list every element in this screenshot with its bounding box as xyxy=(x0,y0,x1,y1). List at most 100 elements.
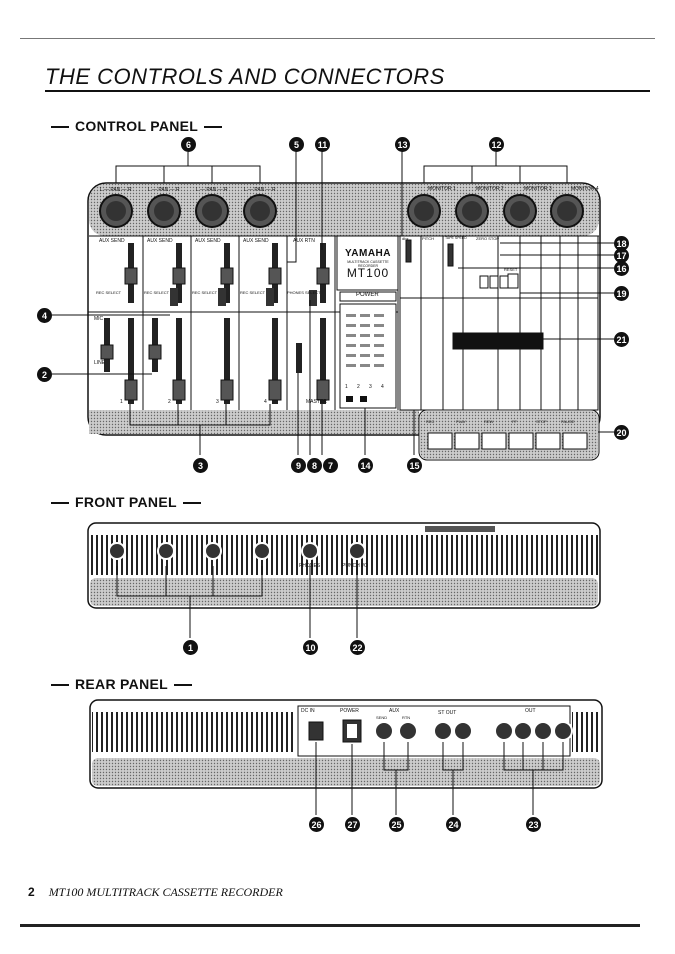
callout-22: 22 xyxy=(350,640,365,655)
channel-faders xyxy=(100,318,330,404)
transport-ff-label: FF xyxy=(512,419,517,424)
callout-1: 1 xyxy=(183,640,198,655)
model-logo: MT100 xyxy=(346,266,390,280)
rear-panel-body xyxy=(89,699,603,789)
aux-send-label-2: AUX SEND xyxy=(147,238,173,244)
callout-11: 11 xyxy=(315,137,330,152)
tape-speed-label: TAPE SPEED xyxy=(445,236,467,240)
transport-stop-label: STOP xyxy=(536,419,547,424)
rec-select-switches xyxy=(170,288,317,306)
control-panel-heading-text: CONTROL PANEL xyxy=(75,118,199,134)
callout-26: 26 xyxy=(309,817,324,832)
callout-9: 9 xyxy=(291,458,306,473)
callout-12: 12 xyxy=(489,137,504,152)
left-leader-lines xyxy=(52,314,170,375)
callout-21: 21 xyxy=(614,332,629,347)
rec-select-label-1: REC SELECT xyxy=(96,290,122,295)
page-title: THE CONTROLS AND CONNECTORS xyxy=(45,64,445,89)
meter-ch-1: 1 xyxy=(345,384,348,390)
rear-aux-send-label: SEND xyxy=(376,715,388,720)
level-meters xyxy=(346,314,384,402)
top-rule xyxy=(20,38,655,39)
pan-label-1: L — PAN — R xyxy=(100,187,132,193)
channel-number-1: 1 xyxy=(120,399,123,405)
reset-label: RESET xyxy=(504,267,518,272)
pan-label-2: L — PAN — R xyxy=(148,187,180,193)
zero-stop-label: ZERO STOP xyxy=(476,236,500,241)
bottom-rule xyxy=(20,924,640,927)
aux-rtn-label: AUX RTN xyxy=(293,238,315,244)
monitor-1-label: MONITOR 1 xyxy=(428,186,456,192)
rear-out-label: OUT xyxy=(525,708,536,714)
callout-27: 27 xyxy=(345,817,360,832)
rear-aux-label: AUX xyxy=(389,708,400,714)
control-panel-heading: CONTROL PANEL xyxy=(45,118,228,134)
rear-connectors xyxy=(308,719,573,743)
front-jacks xyxy=(108,542,366,560)
title-rule xyxy=(45,90,650,92)
top-leader-lines xyxy=(115,150,568,263)
front-panel-heading: FRONT PANEL xyxy=(45,494,207,510)
master-label: MASTER xyxy=(306,399,327,405)
transport-buttons xyxy=(427,432,588,450)
aux-send-faders xyxy=(124,243,330,303)
callout-16: 16 xyxy=(614,261,629,276)
callout-15: 15 xyxy=(407,458,422,473)
product-subtitle: MULTITRACK CASSETTE RECORDER xyxy=(347,260,389,268)
monitor-knobs xyxy=(407,194,584,228)
brand-panel xyxy=(336,235,399,409)
callout-24: 24 xyxy=(446,817,461,832)
phones-select-label: PHONES SELECT xyxy=(287,290,321,295)
channel-number-3: 3 xyxy=(216,399,219,405)
pan-label-4: L — PAN — R xyxy=(244,187,276,193)
rear-power-label: POWER xyxy=(340,708,359,714)
aux-send-label-3: AUX SEND xyxy=(195,238,221,244)
front-phones-label: PHONES xyxy=(299,563,321,569)
callout-5: 5 xyxy=(289,137,304,152)
rec-select-label-2: REC SELECT xyxy=(144,290,170,295)
front-leader-lines xyxy=(116,566,358,638)
meter-ch-2: 2 xyxy=(357,384,360,390)
aux-send-label-4: AUX SEND xyxy=(243,238,269,244)
bottom-leader-lines xyxy=(129,300,415,455)
callout-13: 13 xyxy=(395,137,410,152)
meter-ch-3: 3 xyxy=(369,384,372,390)
right-leader-lines xyxy=(458,242,614,433)
transport-play-label: PLAY xyxy=(456,419,466,424)
pitch-label: PITCH xyxy=(422,236,434,241)
mic-label: MIC xyxy=(94,316,104,322)
pan-label-3: L — PAN — R xyxy=(196,187,228,193)
callout-18: 18 xyxy=(614,236,629,251)
dbx-label: dbx xyxy=(402,236,409,241)
front-panel-heading-text: FRONT PANEL xyxy=(75,494,177,510)
transport-pause-label: PAUSE xyxy=(561,419,575,424)
line-label: LINE xyxy=(94,360,106,366)
transport-rec-label: REC xyxy=(426,419,435,424)
rear-aux-rtn-label: RTN xyxy=(402,715,411,720)
rear-leader-lines xyxy=(315,742,564,815)
callout-group-9-8-7: 9 8 7 xyxy=(291,458,338,473)
callout-7: 7 xyxy=(323,458,338,473)
monitor-4-label: MONITOR 4 xyxy=(571,186,599,192)
callout-4: 4 xyxy=(37,308,52,323)
front-punch-label: PUNCH I/O xyxy=(342,563,368,569)
meter-ch-4: 4 xyxy=(381,384,384,390)
rec-select-label-3: REC SELECT xyxy=(192,290,218,295)
callout-2: 2 xyxy=(37,367,52,382)
transport-rew-label: REW xyxy=(484,419,494,424)
monitor-2-label: MONITOR 2 xyxy=(476,186,504,192)
brand-logo: YAMAHA xyxy=(345,248,391,259)
footer-text: MT100 MULTITRACK CASSETTE RECORDER xyxy=(48,885,283,899)
callout-17: 17 xyxy=(614,248,629,263)
channel-number-4: 4 xyxy=(264,399,267,405)
page-number: 2 xyxy=(28,885,35,899)
callout-19: 19 xyxy=(614,286,629,301)
callout-20: 20 xyxy=(614,425,629,440)
tape-area xyxy=(399,235,599,411)
page-footer: 2 MT100 MULTITRACK CASSETTE RECORDER xyxy=(28,885,283,900)
power-indicator-label: POWER xyxy=(356,292,379,298)
callout-25: 25 xyxy=(389,817,404,832)
callout-8: 8 xyxy=(307,458,322,473)
monitor-3-label: MONITOR 3 xyxy=(524,186,552,192)
